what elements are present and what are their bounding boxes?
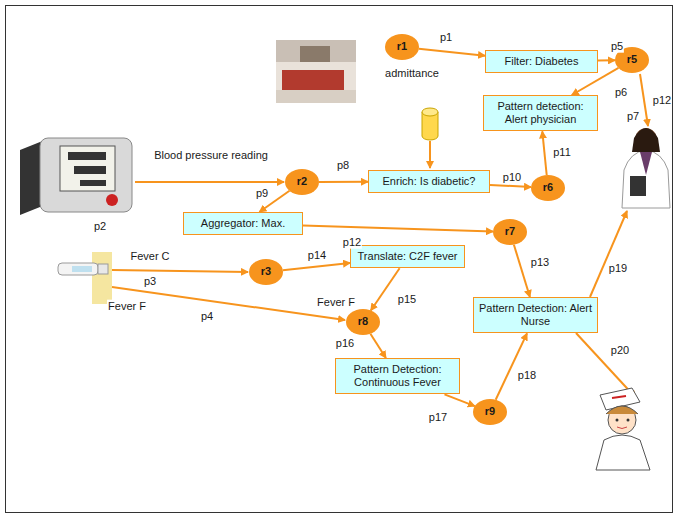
input-line xyxy=(112,270,248,272)
edge-label: p15 xyxy=(397,293,417,306)
edge-label: p1 xyxy=(439,31,453,44)
stream-label: p7 xyxy=(626,110,640,123)
node-text: Aggregator: Max. xyxy=(201,217,285,230)
node-text: r7 xyxy=(505,225,515,238)
node-text: Pattern Detection: Alert Nurse xyxy=(478,302,593,328)
node-text: r2 xyxy=(297,175,307,188)
edge-label: p17 xyxy=(428,411,448,424)
node-text: Pattern Detection: Continuous Fever xyxy=(340,363,455,389)
node-text: Filter: Diabetes xyxy=(505,55,579,68)
stream-arrow xyxy=(598,59,615,61)
process-box: Filter: Diabetes xyxy=(485,50,598,73)
stream-label: p19 xyxy=(608,262,628,275)
database-cylinder xyxy=(422,108,438,140)
reception-picture xyxy=(276,40,356,103)
stream-label: Fever C xyxy=(129,250,170,263)
node-text: Enrich: Is diabetic? xyxy=(383,175,476,188)
data-line xyxy=(429,141,431,168)
node-text: r3 xyxy=(261,265,271,278)
output-line xyxy=(590,211,627,297)
edge-label: p16 xyxy=(335,337,355,350)
router-circle: r9 xyxy=(473,399,507,425)
edge-label: p10 xyxy=(502,171,522,184)
output-line xyxy=(640,74,648,126)
stream-arrow xyxy=(419,49,485,56)
stream-arrow xyxy=(445,394,475,406)
edge-label: p12 xyxy=(342,236,362,249)
node-text: r9 xyxy=(485,405,495,418)
thermometer-picture xyxy=(58,252,112,304)
edge-label: p6 xyxy=(614,86,628,99)
stream-label: p3 xyxy=(143,275,157,288)
stream-label: p2 xyxy=(93,220,107,233)
stream-label: p12 xyxy=(652,94,672,107)
router-circle: r6 xyxy=(531,175,565,201)
input-line xyxy=(135,181,284,183)
node-text: Translate: C2F fever xyxy=(358,250,458,263)
process-box: Aggregator: Max. xyxy=(183,212,303,235)
router-circle: r8 xyxy=(346,309,380,335)
output-line xyxy=(576,333,636,398)
stream-label: p20 xyxy=(610,344,630,357)
router-circle: r2 xyxy=(285,169,319,195)
node-text: Pattern detection: Alert physician xyxy=(488,100,593,126)
stream-arrow xyxy=(514,245,530,297)
process-box: Enrich: Is diabetic? xyxy=(368,170,490,193)
frame xyxy=(6,6,673,513)
stream-arrow xyxy=(283,263,350,270)
stream-arrow xyxy=(303,226,493,232)
process-box: Pattern Detection: Continuous Fever xyxy=(335,358,460,394)
physician-picture xyxy=(622,128,670,208)
stream-label: Fever F xyxy=(107,300,147,313)
edge-label: p11 xyxy=(552,146,572,159)
router-circle: r3 xyxy=(249,259,283,285)
stream-label: Blood pressure reading xyxy=(153,149,269,162)
edge-label: p18 xyxy=(517,369,537,382)
edge-label: p13 xyxy=(530,256,550,269)
stream-label: p4 xyxy=(200,310,214,323)
edge-label: p14 xyxy=(307,249,327,262)
node-text: r5 xyxy=(627,53,637,66)
process-box: Translate: C2F fever xyxy=(350,245,465,268)
stream-arrow xyxy=(542,131,546,175)
stream-label: Fever F xyxy=(316,296,356,309)
node-text: r8 xyxy=(358,315,368,328)
stream-arrow xyxy=(496,333,527,399)
router-circle: r7 xyxy=(493,219,527,245)
edge-label: p8 xyxy=(336,159,350,172)
stream-arrow xyxy=(371,268,400,310)
process-box: Pattern Detection: Alert Nurse xyxy=(473,297,598,333)
edge-label: p5 xyxy=(610,40,624,53)
process-box: Pattern detection: Alert physician xyxy=(483,95,598,131)
stream-arrow xyxy=(319,181,368,183)
router-circle: r1 xyxy=(385,34,419,60)
stream-label: admittance xyxy=(384,67,440,80)
stream-arrow xyxy=(490,185,531,187)
node-text: r1 xyxy=(397,40,407,53)
edge-label: p9 xyxy=(255,187,269,200)
stream-arrow xyxy=(370,334,386,358)
node-text: r6 xyxy=(543,181,553,194)
blood-pressure-picture xyxy=(20,138,132,215)
nurse-picture xyxy=(596,388,650,470)
